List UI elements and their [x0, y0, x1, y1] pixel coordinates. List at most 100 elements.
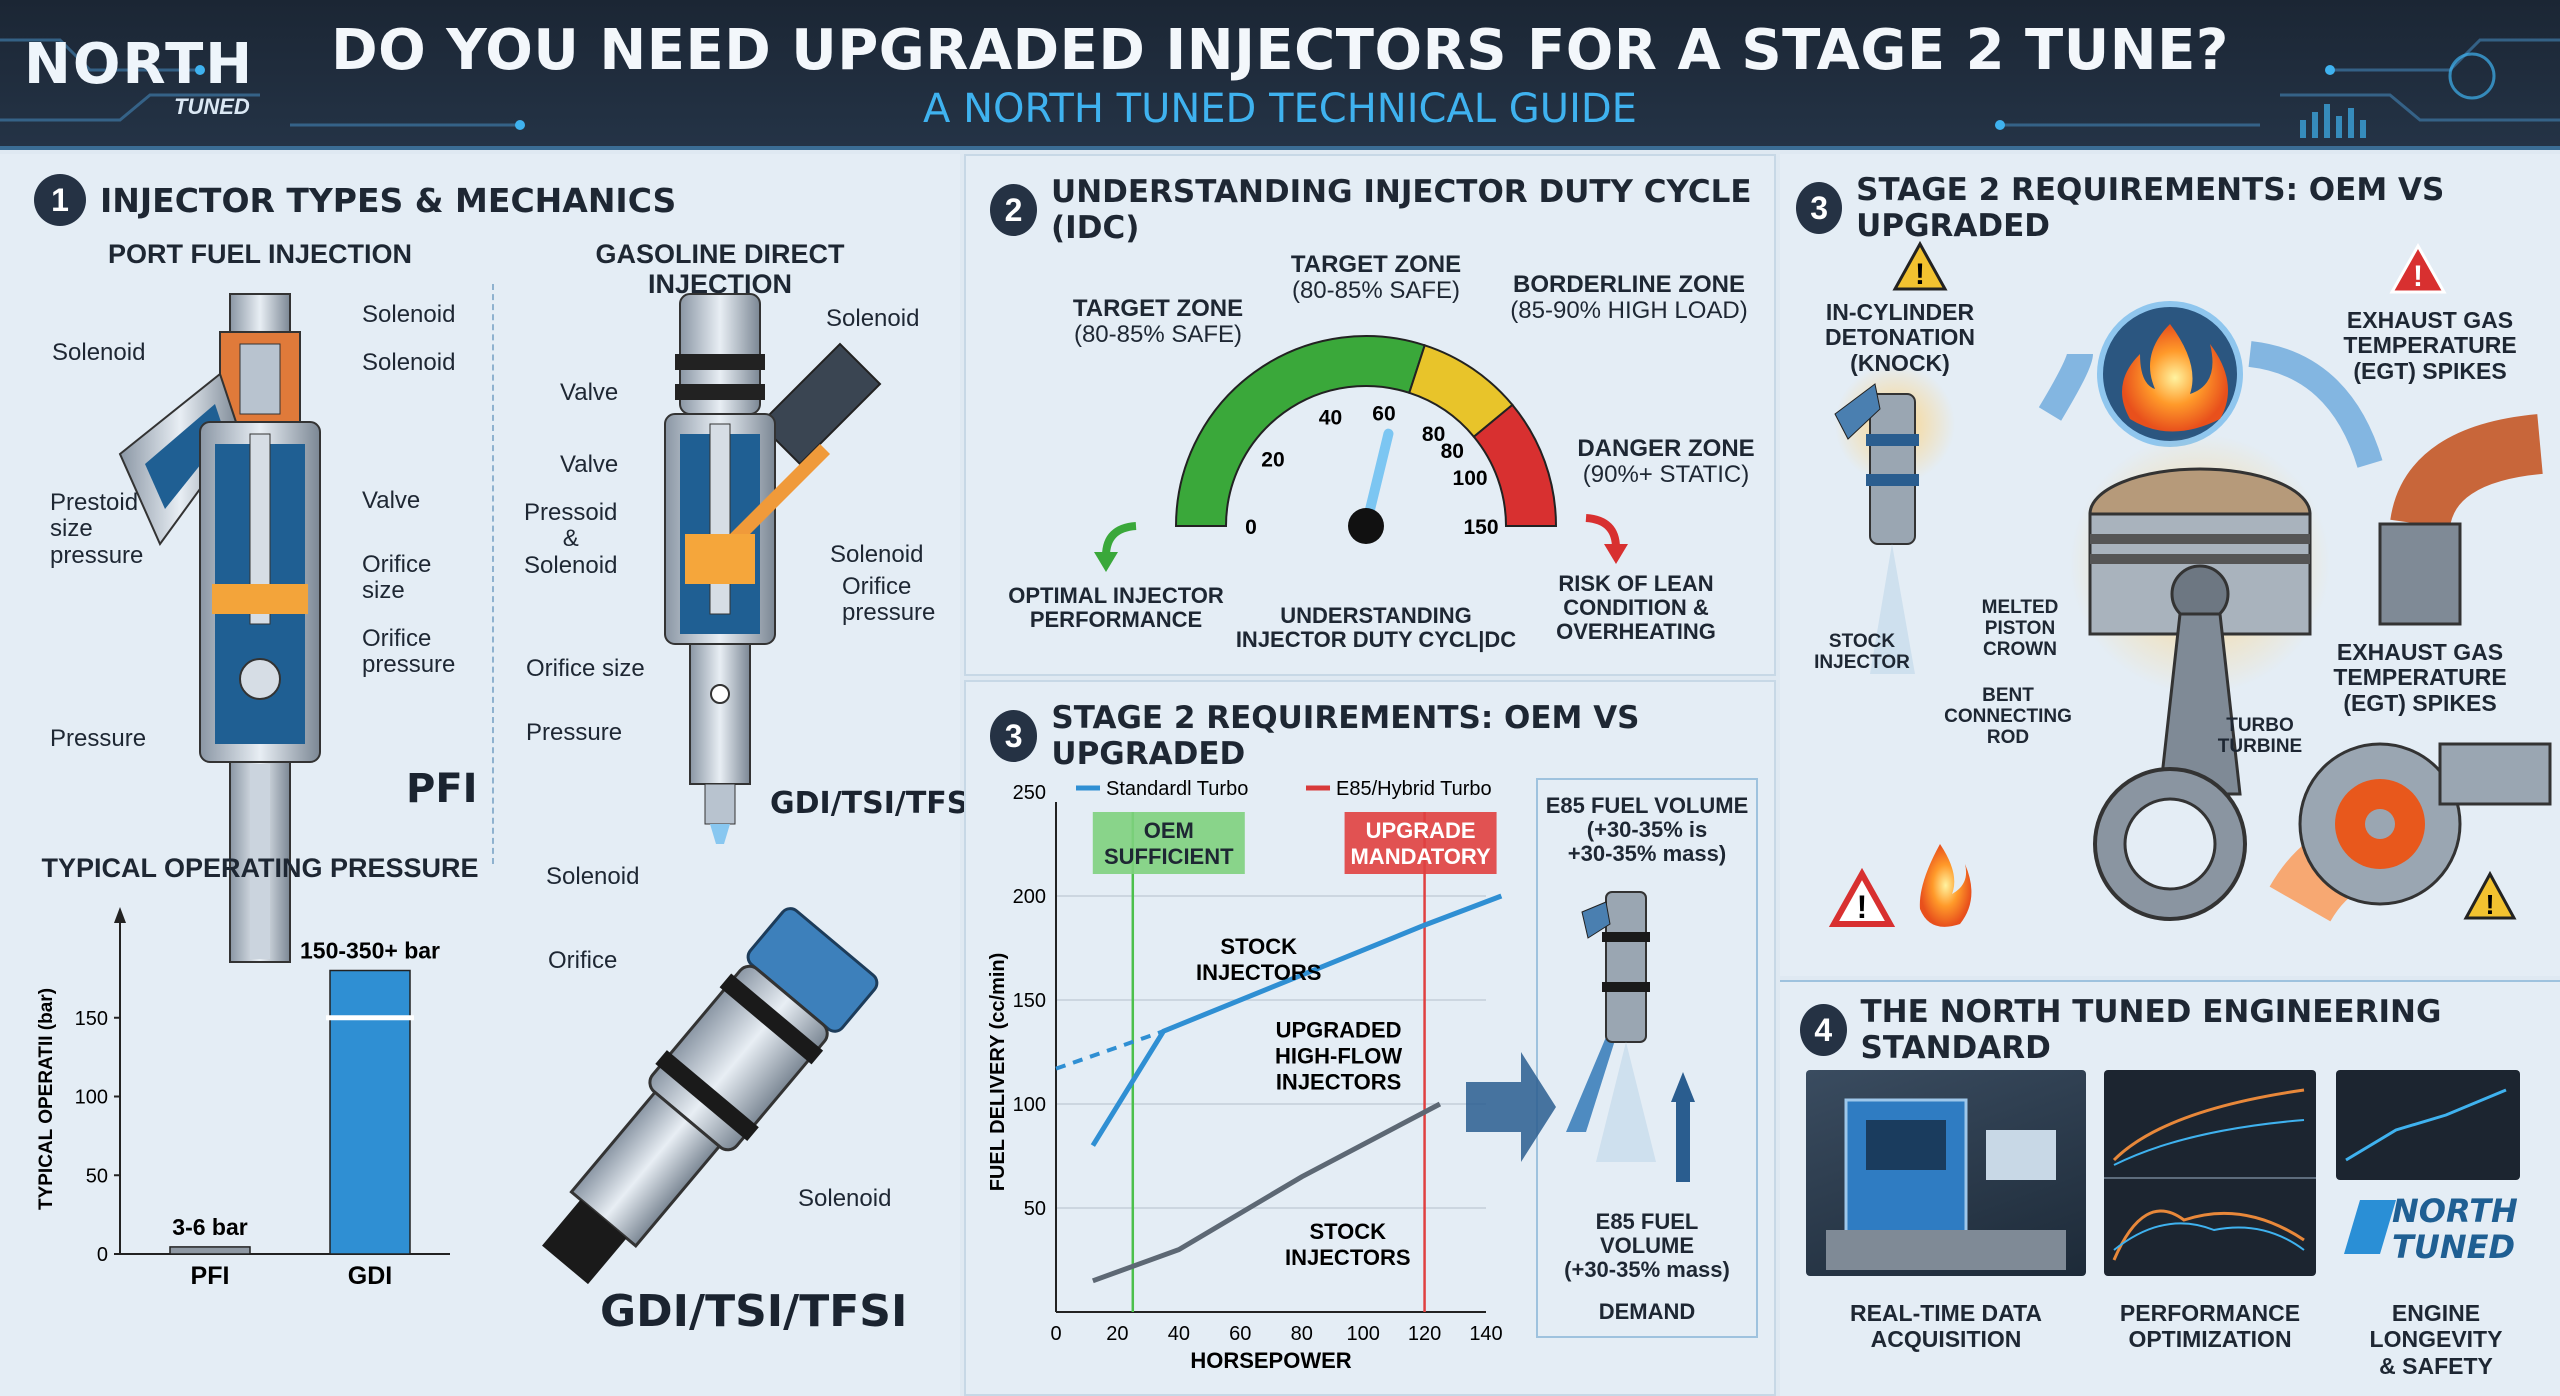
y-tick-label: 150 — [75, 1008, 108, 1030]
gauge-tick-label: 100 — [1453, 467, 1488, 490]
x-tick-label: 100 — [1346, 1323, 1379, 1345]
gauge-tick-label: 80 — [1422, 423, 1445, 446]
y-tick-label: 50 — [1024, 1198, 1046, 1220]
gdi-label-valve-1: Valve — [560, 379, 619, 406]
gauge-zone-red — [1472, 403, 1558, 527]
monitor-photo — [2336, 1070, 2520, 1180]
pfi-label-orifice-size: Orifice size — [362, 551, 432, 605]
vline-box-0 — [1092, 812, 1245, 874]
chart-annotation: STOCK — [1220, 934, 1297, 959]
y-axis-arrow — [114, 907, 126, 923]
svg-text:!: ! — [1915, 258, 1925, 291]
y-tick-label: 0 — [97, 1244, 108, 1266]
gdi-exploded-illustration — [542, 907, 879, 1285]
section-fuel-delivery: 3 STAGE 2 REQUIREMENTS: OEM VS UPGRADED … — [964, 680, 1776, 1396]
page-title: DO YOU NEED UPGRADED INJECTORS FOR A STA… — [331, 18, 2229, 83]
x-tick-label: 80 — [1291, 1323, 1313, 1345]
gauge-center-label: UNDERSTANDING INJECTOR DUTY CYCL|DC — [1235, 603, 1517, 653]
section-2-header: 2 UNDERSTANDING INJECTOR DUTY CYCLE (IDC… — [990, 174, 1774, 246]
gdi-label-solenoid: Solenoid — [826, 305, 920, 332]
logo-north-text: NORTH — [24, 32, 255, 97]
section-divider — [492, 284, 494, 864]
caption-performance: PERFORMANCE OPTIMIZATION — [2119, 1300, 2301, 1353]
data-label: 150-350+ bar — [300, 938, 440, 964]
gauge-tick-label: 40 — [1319, 407, 1342, 430]
pfi-label-solenoid-top: Solenoid — [362, 301, 456, 328]
pfi-label-solenoid-left: Solenoid — [52, 339, 146, 366]
vline-label: UPGRADE — [1366, 818, 1476, 843]
exploded-label-solenoid-top: Solenoid — [546, 863, 640, 890]
series-stock-dashed-line — [1055, 1029, 1165, 1071]
section-3a-header: 3 STAGE 2 REQUIREMENTS: OEM VS UPGRADED — [1796, 172, 2560, 244]
chart-annotation: UPGRADED — [1276, 1017, 1402, 1042]
vline-box-1 — [1344, 812, 1497, 874]
series-upgraded-line — [1090, 893, 1503, 1147]
badge-tuned: TUNED — [2392, 1228, 2516, 1266]
melted-piston-label: MELTED PISTON CROWN — [1981, 597, 2059, 660]
borderline-zone-sub: (85-90% HIGH LOAD) — [1510, 297, 1748, 324]
north-tuned-badge: NORTH TUNED — [2340, 1188, 2530, 1268]
gauge-tick-label: 80 — [1441, 440, 1464, 463]
logo-tuned-text: TUNED — [174, 94, 250, 119]
vline-label: SUFFICIENT — [1104, 844, 1234, 869]
exploded-label-solenoid-bottom: Solenoid — [798, 1185, 892, 1212]
y-axis-label: TYPICAL OPERATII (bar) — [36, 988, 57, 1210]
y-tick-label: 50 — [86, 1165, 108, 1187]
chart-annotation: INJECTORS — [1285, 1245, 1411, 1270]
section-number: 3 — [1796, 182, 1843, 234]
engine-failure-illustration: ! ! ! ! — [1828, 240, 2552, 927]
gauge-hub — [1348, 508, 1384, 544]
section-duty-cycle: 2 UNDERSTANDING INJECTOR DUTY CYCLE (IDC… — [964, 154, 1776, 676]
bent-rod-label: BENT CONNECTING ROD — [1944, 685, 2072, 748]
x-tick-label: GDI — [348, 1262, 392, 1290]
gdi-label-solenoid-2: Solenoid — [830, 541, 924, 568]
section-3b-header: 3 STAGE 2 REQUIREMENTS: OEM VS UPGRADED — [990, 700, 1774, 772]
pfi-label-orifice-pressure: Orifice pressure — [362, 625, 456, 679]
gdi-label-orifice-size: Orifice size — [526, 655, 645, 682]
pfi-label-solenoid-mid: Solenoid — [362, 349, 456, 376]
y-tick-label: 100 — [1013, 1094, 1046, 1116]
turbo-label: TURBO TURBINE — [2217, 715, 2303, 757]
gauge-tick-label: 0 — [1245, 516, 1257, 539]
section-4-header: 4 THE NORTH TUNED ENGINEERING STANDARD — [1800, 994, 2560, 1066]
y-tick-label: 200 — [1013, 886, 1046, 908]
circuit-decoration — [0, 38, 2560, 138]
danger-zone-sub: (90%+ STATIC) — [1582, 461, 1750, 488]
pfi-tag: PFI — [406, 766, 478, 812]
e85-bottom-label: E85 FUEL VOLUME (+30-35% mass) — [1564, 1209, 1730, 1283]
chart-annotation: INJECTORS — [1196, 960, 1322, 985]
bar-pfi — [169, 1246, 251, 1255]
section-engineering-standard: 4 THE NORTH TUNED ENGINEERING STANDARD N… — [1780, 980, 2560, 1396]
gdi-injector-illustration — [664, 293, 882, 844]
gauge-percent-label: % — [1353, 552, 1380, 556]
e85-demand-panel — [1536, 778, 1758, 1338]
exploded-label-orifice: Orifice — [548, 947, 618, 974]
danger-zone: DANGER ZONE — [1577, 435, 1755, 462]
legend-label: E85/Hybrid Turbo — [1336, 778, 1492, 800]
gdi-label-orifice-pressure: Orifice pressure — [842, 573, 936, 627]
optimal-arrow-icon — [1094, 522, 1137, 572]
x-tick-label: PFI — [191, 1262, 230, 1290]
data-label: 3-6 bar — [172, 1214, 247, 1240]
svg-text:!: ! — [2413, 260, 2423, 293]
x-tick-label: 60 — [1229, 1323, 1251, 1345]
gdi-label-pressoid: Pressoid & Solenoid — [524, 499, 618, 579]
knock-label: IN-CYLINDER DETONATION (KNOCK) — [1825, 299, 1975, 376]
section-1-header: 1 INJECTOR TYPES & MECHANICS — [34, 174, 676, 226]
idc-gauge: 020406080801001500% — [1174, 335, 1558, 556]
svg-text:!: ! — [1857, 889, 1868, 925]
risk-label: RISK OF LEAN CONDITION & OVERHEATING — [1556, 571, 1716, 645]
caption-longevity: ENGINE LONGEVITY & SAFETY — [2369, 1300, 2503, 1379]
svg-text:!: ! — [2485, 889, 2494, 920]
section-number: 1 — [34, 174, 86, 226]
section-stage2-risks: 3 STAGE 2 REQUIREMENTS: OEM VS UPGRADED … — [1780, 154, 2560, 976]
section-title: UNDERSTANDING INJECTOR DUTY CYCLE (IDC) — [1051, 174, 1752, 246]
demand-arrow-icon — [1466, 1052, 1556, 1162]
section-number: 3 — [990, 710, 1038, 762]
section-injector-types: 1 INJECTOR TYPES & MECHANICS PORT FUEL I… — [0, 154, 980, 1396]
gdi-label-valve-2: Valve — [560, 451, 619, 478]
risk-arrow-icon — [1585, 514, 1628, 564]
gdi-tag: GDI/TSI/TFSI — [770, 786, 980, 821]
target-zone-left-sub: (80-85% SAFE) — [1073, 321, 1243, 348]
egt-label-top: EXHAUST GAS TEMPERATURE (EGT) SPIKES — [2343, 307, 2517, 384]
